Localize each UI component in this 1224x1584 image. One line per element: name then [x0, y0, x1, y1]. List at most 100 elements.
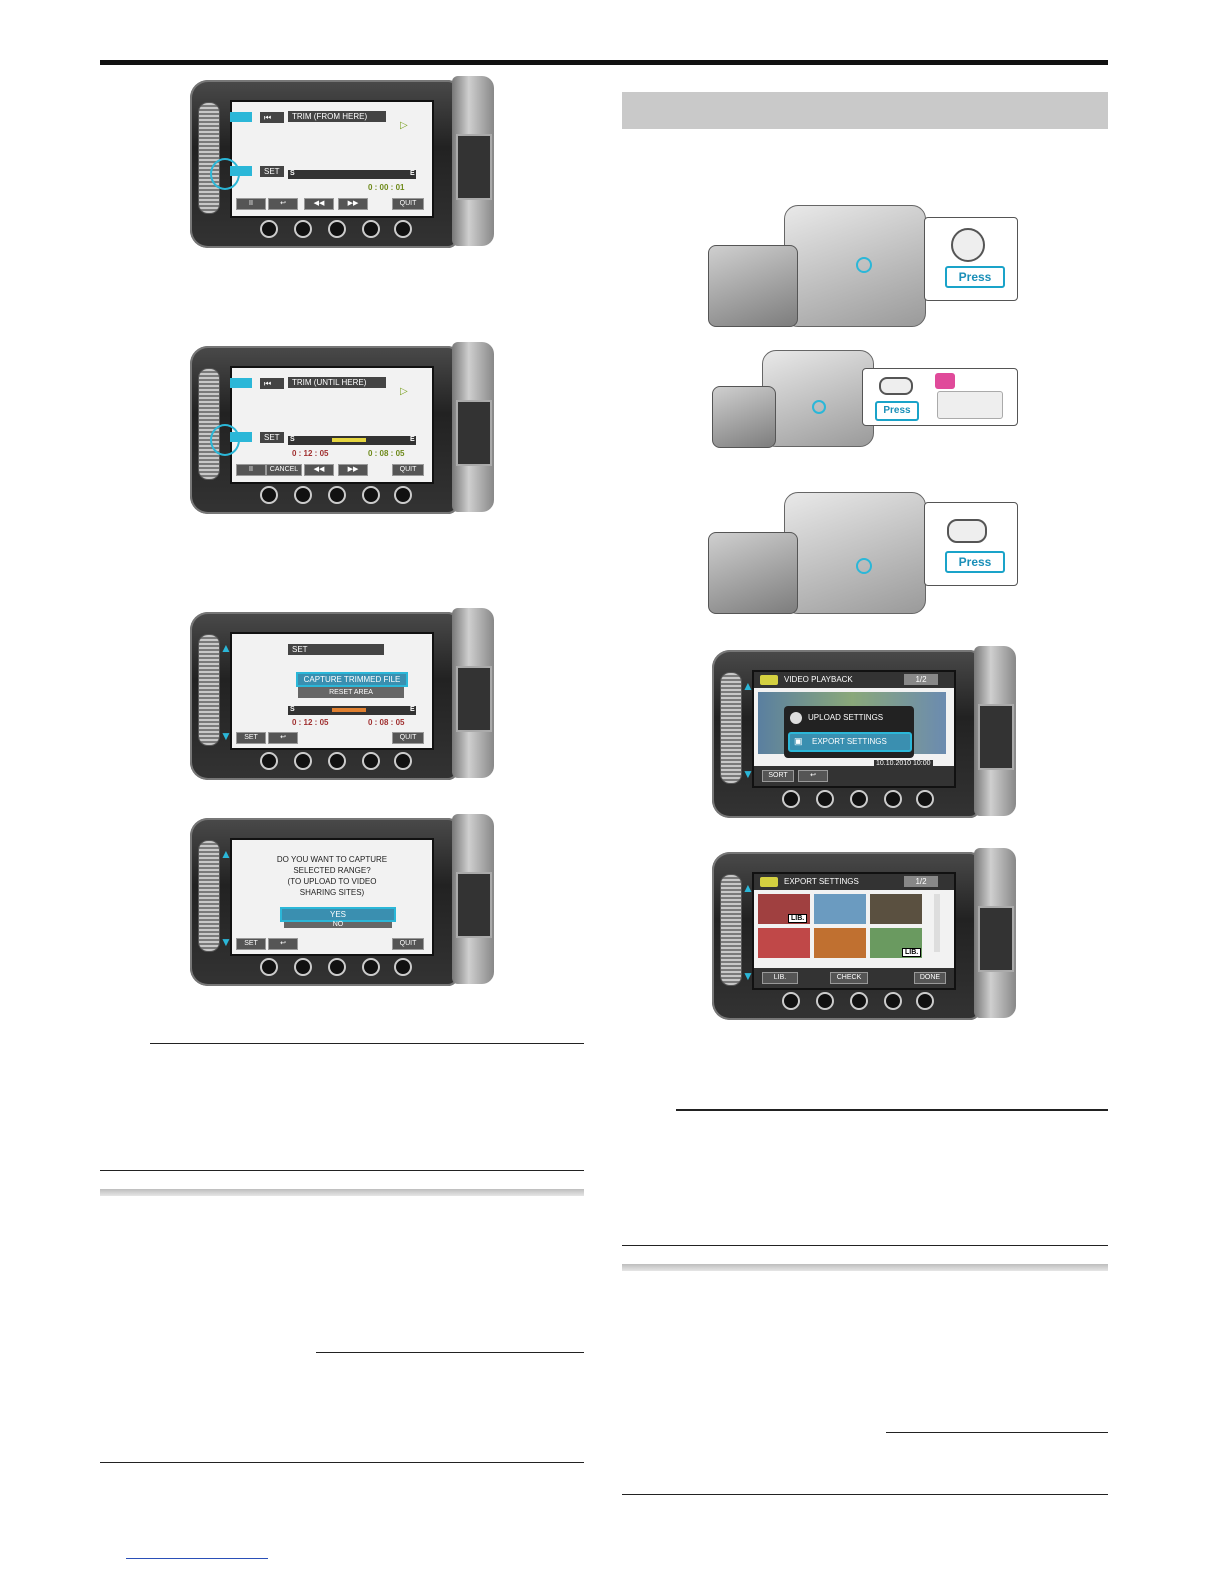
video-icon [760, 675, 778, 685]
page-indicator: 1/2 [904, 876, 938, 887]
scrollbar[interactable] [934, 894, 940, 952]
quit-button[interactable]: QUIT [392, 198, 424, 210]
section-heading-band [622, 92, 1108, 129]
set-label[interactable]: SET [260, 166, 284, 177]
screen-title: VIDEO PLAYBACK [784, 675, 853, 684]
touch-sensor-slider[interactable] [198, 368, 220, 480]
trim-range-bar [288, 170, 416, 179]
rewind-button[interactable]: ◀◀ [304, 464, 334, 476]
ok-button[interactable] [260, 220, 278, 238]
touch-sensor-slider[interactable] [198, 102, 220, 214]
back-button[interactable]: ↩ [268, 198, 298, 210]
fast-forward-button[interactable]: ▶▶ [338, 464, 368, 476]
menu-button[interactable] [394, 486, 412, 504]
screen-title: TRIM (UNTIL HERE) [288, 377, 386, 388]
screen-title: TRIM (FROM HERE) [288, 111, 386, 122]
ok-button[interactable] [782, 992, 800, 1010]
menu-button[interactable] [394, 752, 412, 770]
no-option[interactable]: NO [284, 921, 392, 928]
menu-button[interactable] [394, 220, 412, 238]
video-mode-icon [935, 373, 955, 389]
quit-button[interactable]: QUIT [392, 938, 424, 950]
rewind-button[interactable]: ◀◀ [304, 198, 334, 210]
subheading-bar [622, 1264, 1108, 1271]
footer-link-underline[interactable] [126, 1558, 268, 1559]
set-button[interactable]: SET [236, 938, 266, 950]
capture-trimmed-file-option[interactable]: CAPTURE TRIMMED FILE [296, 672, 408, 687]
start-timecode: 0 : 12 : 05 [292, 718, 329, 727]
touch-sensor-slider[interactable] [720, 874, 742, 986]
menu-button[interactable] [916, 790, 934, 808]
touch-sensor-slider[interactable] [198, 840, 220, 952]
ok-button[interactable] [260, 752, 278, 770]
lcd-screen: DO YOU WANT TO CAPTURE SELECTED RANGE? (… [230, 838, 434, 956]
callout-box: Press [924, 502, 1018, 586]
thumbnail[interactable] [870, 894, 922, 924]
pause-button[interactable]: II [236, 464, 266, 476]
thumbnail[interactable] [814, 894, 866, 924]
date-stamp: 10.10.2010 10:00 [874, 760, 933, 767]
screen-title: EXPORT SETTINGS [784, 877, 859, 886]
down-arrow-icon: ▼ [742, 969, 754, 983]
press-label: Press [875, 401, 919, 421]
camcorder-illustration-1: Press [708, 205, 1018, 330]
note-rule [316, 1352, 584, 1353]
note-rule [676, 1109, 1108, 1111]
set-button[interactable]: SET [236, 732, 266, 744]
play-icon: ▷ [400, 120, 408, 131]
ok-button[interactable] [260, 958, 278, 976]
lib-button[interactable]: LIB. [762, 972, 798, 984]
export-settings-option[interactable]: ▣ EXPORT SETTINGS [788, 732, 912, 752]
quit-button[interactable]: QUIT [392, 732, 424, 744]
ok-button[interactable] [782, 790, 800, 808]
skip-back-icon[interactable]: ⏮ [260, 112, 284, 123]
ok-button[interactable] [260, 486, 278, 504]
selected-range [332, 708, 366, 712]
menu-button[interactable] [916, 992, 934, 1010]
thumbnail[interactable] [814, 928, 866, 958]
cancel-button[interactable]: CANCEL [266, 464, 302, 476]
done-button[interactable]: DONE [914, 972, 946, 984]
subheading-bar [100, 1189, 584, 1196]
sort-button[interactable]: SORT [762, 770, 794, 782]
skip-back-icon[interactable]: ⏮ [260, 378, 284, 389]
up-arrow-icon: ▲ [742, 679, 754, 693]
touch-sensor-slider[interactable] [720, 672, 742, 784]
note-end-rule [100, 1462, 584, 1463]
pause-button[interactable]: II [236, 198, 266, 210]
highlight-ring [210, 158, 240, 190]
reset-area-option[interactable]: RESET AREA [298, 687, 404, 698]
note-rule [886, 1432, 1108, 1433]
camcorder-illustration-2: Press [712, 350, 1022, 450]
video-icon [760, 877, 778, 887]
start-timecode: 0 : 12 : 05 [292, 449, 329, 458]
lcd-screen: VIDEO PLAYBACK 1/2 UPLOAD SETTINGS ▣ EXP… [752, 670, 956, 788]
up-arrow-icon: ▲ [220, 847, 232, 861]
lcd-screen: EXPORT SETTINGS 1/2 LIB. LIB. LIB. CHECK… [752, 872, 956, 990]
down-arrow-icon: ▼ [220, 729, 232, 743]
upload-icon [790, 712, 802, 724]
menu-button[interactable] [394, 958, 412, 976]
set-label[interactable]: SET [260, 432, 284, 443]
yes-option[interactable]: YES [280, 907, 396, 922]
lcd-screen: ⏮ TRIM (FROM HERE) ▷ SET S E 0 : 00 : 01… [230, 100, 434, 218]
note-rule [150, 1043, 584, 1044]
note-end-rule [622, 1245, 1108, 1246]
down-arrow-icon: ▼ [220, 935, 232, 949]
check-button[interactable]: CHECK [830, 972, 868, 984]
fast-forward-button[interactable]: ▶▶ [338, 198, 368, 210]
back-button[interactable]: ↩ [268, 732, 298, 744]
lib-badge: LIB. [902, 948, 922, 957]
upload-settings-option[interactable]: UPLOAD SETTINGS [808, 713, 884, 722]
thumbnail[interactable] [758, 928, 810, 958]
up-arrow-icon: ▲ [742, 881, 754, 895]
touch-sensor-slider[interactable] [198, 634, 220, 746]
page-indicator: 1/2 [904, 674, 938, 685]
lib-badge: LIB. [788, 914, 808, 923]
back-button[interactable]: ↩ [268, 938, 298, 950]
callout-box: Press [924, 217, 1018, 301]
note-end-rule [622, 1494, 1108, 1495]
callout-box: Press [862, 368, 1018, 426]
back-button[interactable]: ↩ [798, 770, 828, 782]
quit-button[interactable]: QUIT [392, 464, 424, 476]
